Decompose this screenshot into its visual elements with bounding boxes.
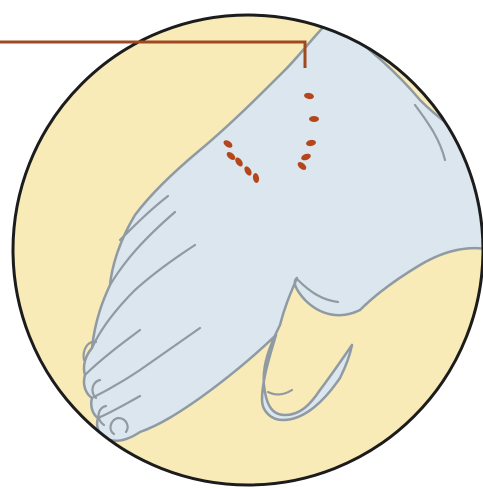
- bite-mark: [309, 116, 319, 122]
